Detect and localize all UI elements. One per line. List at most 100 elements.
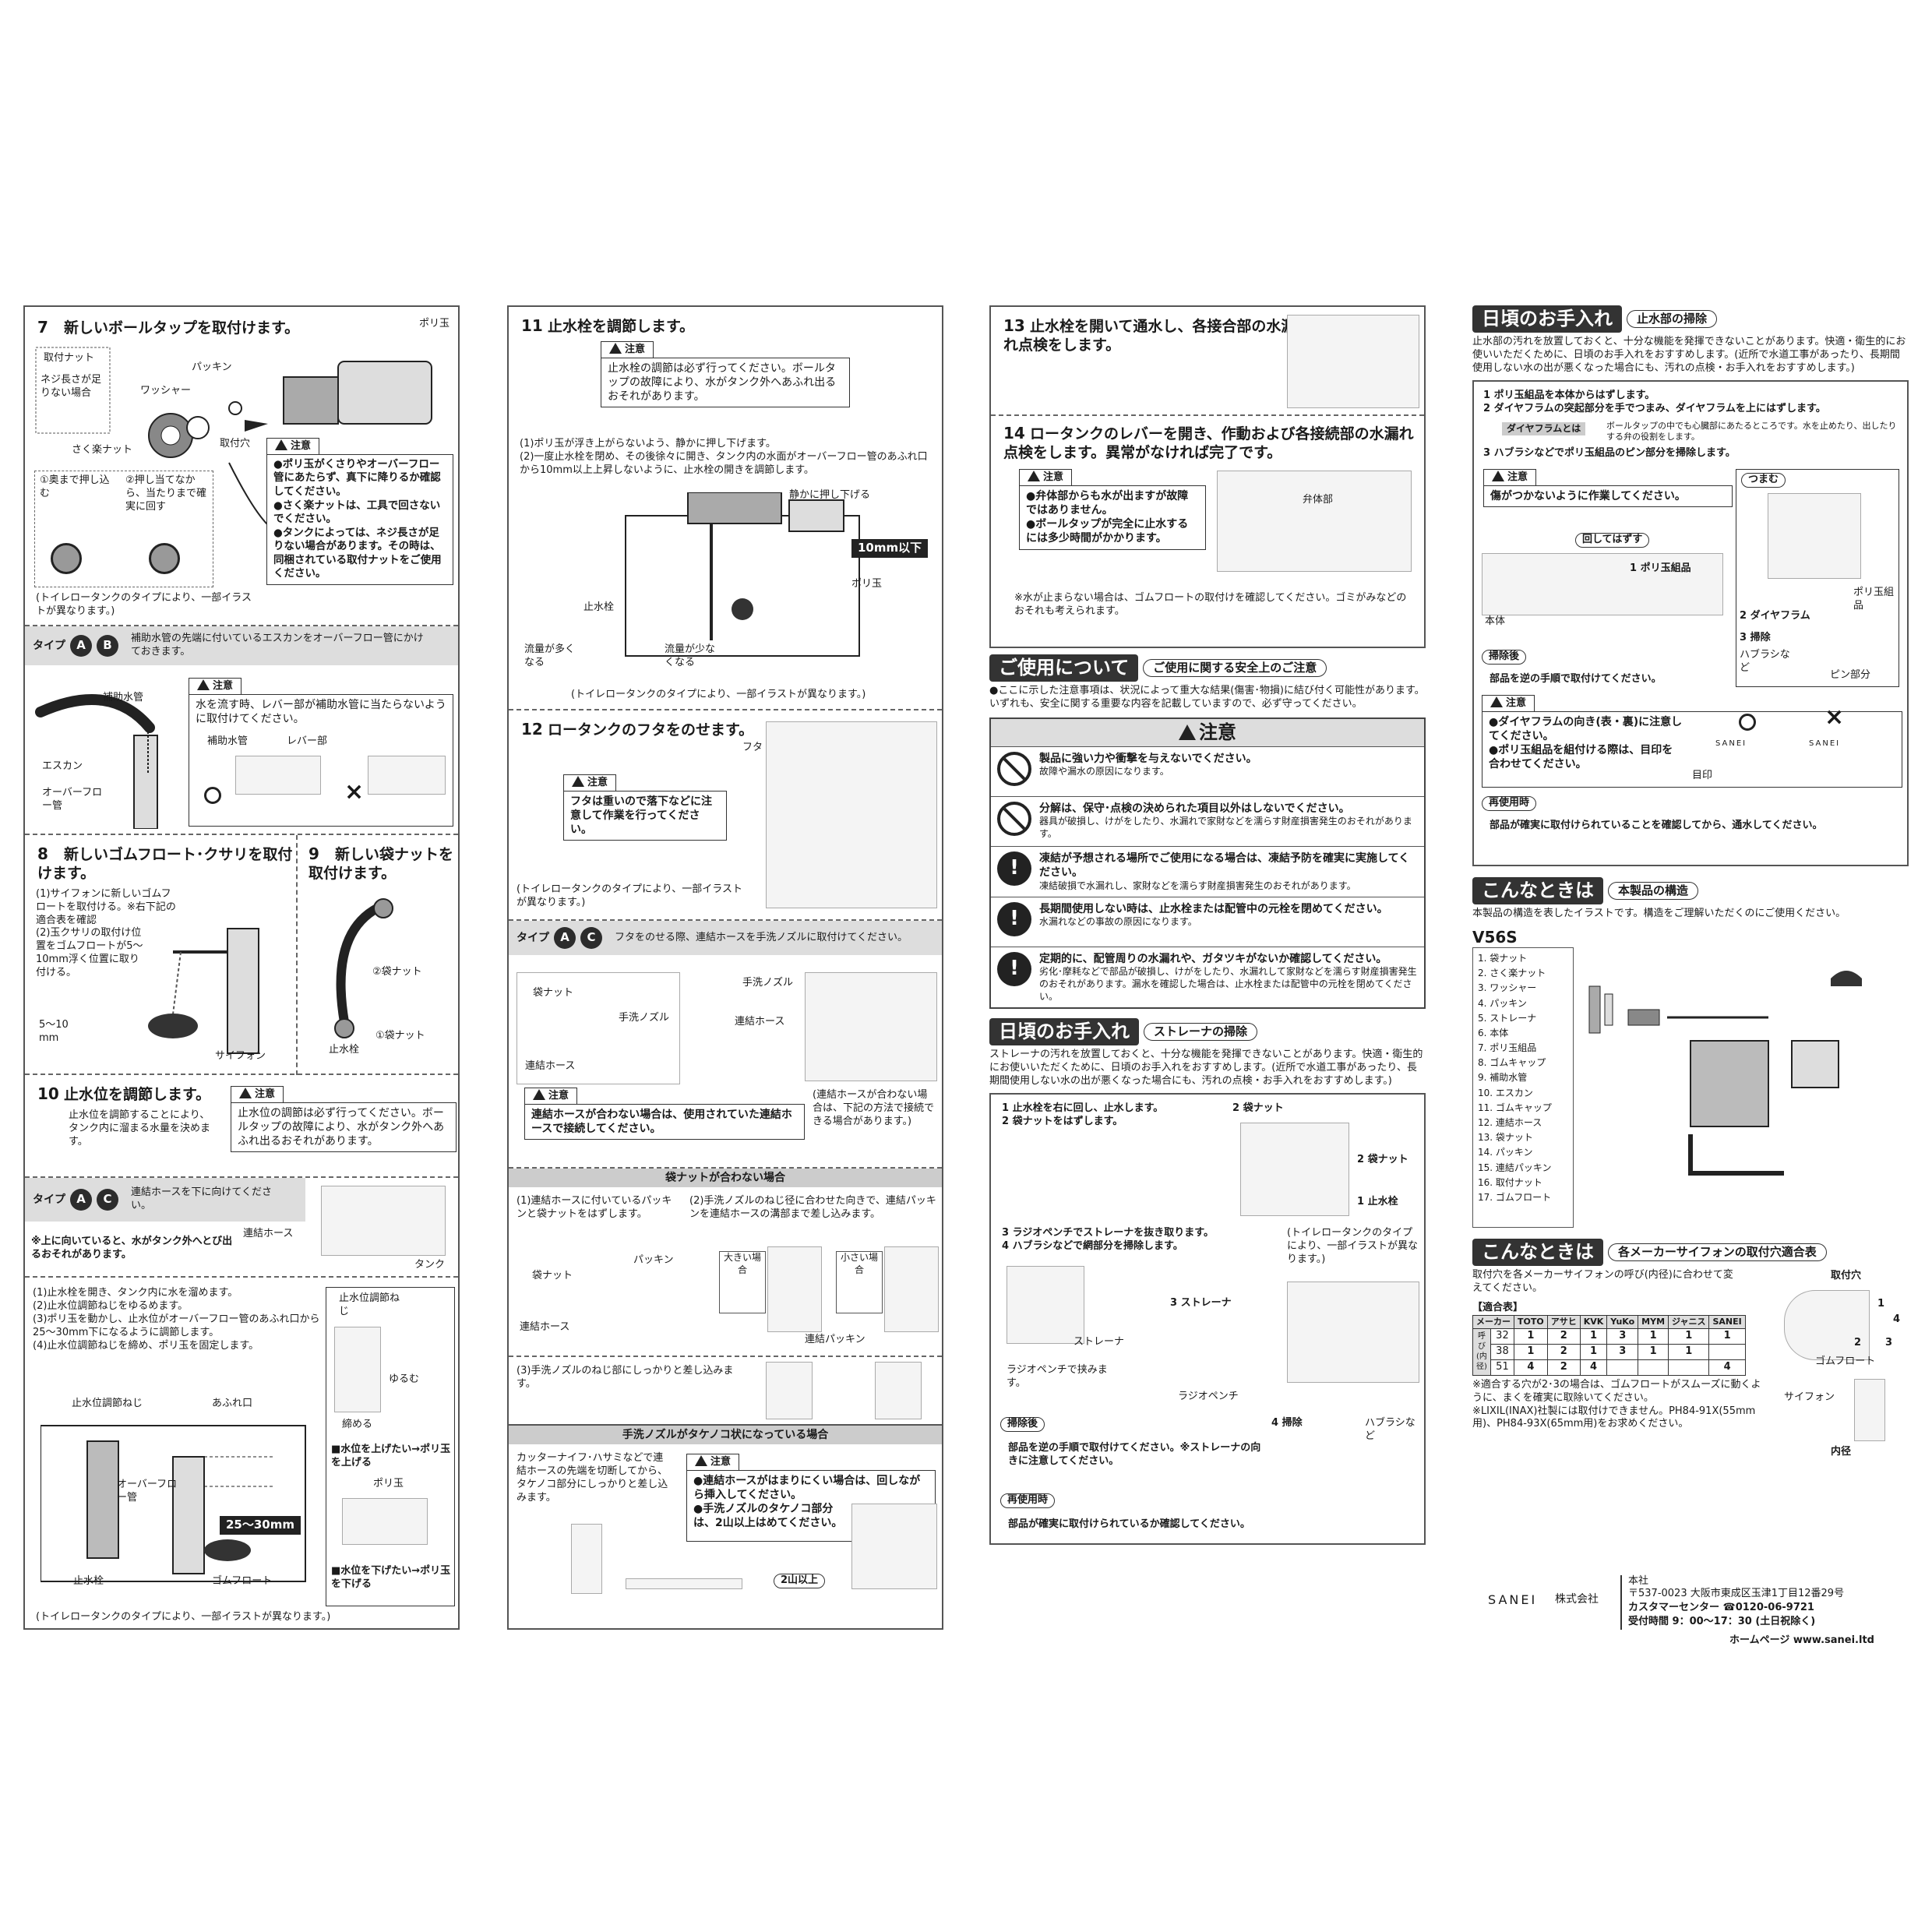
structure-section: こんなときは本製品の構造 本製品の構造を表したイラストです。構造をご理解いただく… [1472, 876, 1909, 1228]
step-7-note: 注意 ●ポリ玉がくさりやオーバーフロー管にあたらず、真下に降りるか確認してくださ… [266, 438, 453, 585]
tank-nozzle-illustration [805, 972, 937, 1081]
column-4: 日頃のお手入れ止水部の掃除 止水部の汚れを放置しておくと、十分な機能を発揮できな… [1472, 305, 1909, 1646]
siphon-illustration [1854, 1378, 1885, 1441]
warning-icon [695, 1455, 707, 1466]
bag-nut-illustration [334, 898, 393, 1038]
caution-table: 注意 製品に強い力や衝撃を与えないでください。故障や漏水の原因になります。 分解… [989, 717, 1426, 1010]
ng-mark: × [1824, 703, 1845, 731]
ok-mark [204, 787, 221, 804]
adjust-screw-panel: 止水位調節ねじ ゆるむ 締める ■水位を上げたい→ポリ玉を上げる ポリ玉 ■水位… [326, 1287, 455, 1606]
model-number: V56S [1472, 927, 1518, 947]
tank-lid-illustration [766, 721, 937, 908]
warning-icon [572, 776, 584, 787]
level-range-badge: 25～30mm [220, 1516, 301, 1535]
mount-hole-illustration [1784, 1289, 1870, 1360]
valve-nut-illustration [1240, 1122, 1349, 1216]
label-escan: エスカン [42, 760, 83, 772]
step-turn-in: ②押し当てなから、当たりまで確実に回す [125, 474, 207, 513]
hose-note: 注意 連結ホースが合わない場合は、使用されていた連結ホースで接続してください。 [524, 1088, 805, 1141]
warning-icon [1179, 724, 1196, 740]
strainer-illustration [1007, 1265, 1084, 1344]
label-mount-hole: 取付穴 [220, 438, 251, 450]
warning-icon [1028, 471, 1040, 481]
ok-mark [1739, 713, 1756, 731]
type-ac-section: タイプ A C 連結ホースを下に向けてください。 ※上に向いていると、水がタンク… [25, 1178, 458, 1278]
type-ab-section: タイプ A B 補助水管の先端に付いているエスカンをオーバーフロー管にかけておき… [25, 626, 458, 835]
ballcock-install-illustration [35, 347, 432, 526]
type-ab-note: 注意 水を流す時、レバー部が補助水管に当たらないように取付けてください。 補助水… [189, 678, 453, 827]
overflow-pipe-illustration [35, 694, 158, 829]
siphon-section: こんなときは各メーカーサイフォンの取付穴適合表 取付穴を各メーカーサイフォンの呼… [1472, 1238, 1909, 1458]
valve-body-illustration [1217, 471, 1412, 572]
float-chain-illustration [148, 928, 259, 1054]
step-11-note: 注意 止水栓の調節は必ず行ってください。ボールタップの故障により、水がタンク外へ… [601, 341, 850, 408]
label-washer: ワッシャー [140, 385, 192, 397]
label-short-thread: ネジ長さが足りない場合 [41, 374, 102, 399]
label-float-ball: ポリ玉 [419, 318, 450, 330]
water-level-illustration [41, 1425, 306, 1582]
diaphragm-detail: つまむ ポリ玉組品 2 ダイヤフラム 3 掃除 ハブラシなど ピン部分 [1736, 468, 1899, 687]
tank-valve-illustration [625, 492, 860, 657]
parts-list: 1. 袋ナット 2. さく楽ナット 3. ワッシャー 4. パッキン 5. スト… [1472, 947, 1574, 1228]
type-badge-b: B [97, 634, 118, 657]
hose-direction-illustration [321, 1186, 446, 1256]
label-mount-nut: 取付ナット [44, 352, 95, 364]
strainer-section: 日頃のお手入れストレーナの掃除 ストレーナの汚れを放置しておくと、十分な機能を発… [989, 1018, 1426, 1545]
max-rise-badge: 10mm以下 [851, 539, 929, 558]
label-packing: パッキン [192, 361, 232, 373]
warning-icon [275, 439, 287, 450]
label-aux-pipe: 補助水管 [103, 692, 144, 703]
care-note-2: 注意 ●ダイヤフラムの向き(表・裏)に注意してください。 ●ポリ玉組品を組付ける… [1482, 694, 1902, 788]
company-footer: SANEI 株式会社 本社 〒537-0023 大阪市東成区玉津1丁目12番29… [1488, 1575, 1874, 1646]
bamboo-nozzle-illustration [851, 1504, 937, 1589]
warning-icon [609, 343, 622, 354]
mandatory-icon: ! [997, 952, 1031, 987]
step-14-note: 注意 ●弁体部からも水が出ますが故障ではありません。 ●ボールタップが完全に止水… [1019, 469, 1206, 550]
warning-icon [533, 1089, 545, 1100]
mandatory-icon: ! [997, 902, 1031, 937]
type-badge-a: A [70, 634, 92, 657]
type-ac-hose: タイプ A C フタをのせる際、連結ホースを手洗ノズルに取付けてください。 袋ナ… [509, 921, 942, 1169]
type-ab-instruction: 補助水管の先端に付いているエスカンをオーバーフロー管にかけておきます。 [131, 633, 424, 658]
valve-check-illustration [1287, 315, 1419, 408]
caution-label: 注意 [266, 438, 320, 455]
mandatory-icon: ! [997, 851, 1031, 887]
bamboo-nozzle-section: 手洗ノズルがタケノコ状になっている場合 カッターナイフ･ハサミなどで連結ホースの… [509, 1426, 942, 1602]
label-overflow-pipe: オーバーフロー管 [42, 787, 103, 812]
prohibited-icon [997, 752, 1031, 787]
label-sakuraku-nut: さく楽ナット [72, 444, 133, 456]
warning-icon [1492, 470, 1504, 481]
push-in-steps: ①奥まで押し込む ②押し当てなから、当たりまで確実に回す [34, 471, 213, 587]
ballcock-parts-illustration [1482, 552, 1723, 615]
care-note: 注意 傷がつかないように作業してください。 [1483, 468, 1733, 507]
nut-icon [51, 543, 82, 574]
siphon-fit-table: メーカー TOTO アサヒ KVK YuKo MYM ジャニス SANEI 呼び… [1472, 1314, 1746, 1376]
nozzle-detail: 袋ナット 手洗ノズル 連結ホース [516, 972, 680, 1084]
step-push-in: ①奥まで押し込む [40, 474, 110, 499]
care-section: 日頃のお手入れ止水部の掃除 止水部の汚れを放置しておくと、十分な機能を発揮できな… [1472, 305, 1909, 866]
step-7-footnote: (トイレロータンクのタイプにより、一部イラストが異なります。) [36, 592, 252, 617]
strainer-steps: 1 止水栓を右に回し、止水します。 2 袋ナットをはずします。 2 袋ナット 2… [989, 1092, 1426, 1545]
company-logo: SANEI [1488, 1592, 1538, 1607]
warning-icon [197, 679, 210, 690]
care-steps: 1 ポリ玉組品を本体からはずします。 2 ダイヤフラムの突起部分を手でつまみ、ダ… [1472, 379, 1909, 866]
ng-mark: × [344, 778, 365, 806]
step-10-detail: (1)止水栓を開き、タンク内に水を溜めます。 (2)止水位調節ねじをゆるめます。… [25, 1278, 458, 1628]
usage-section: ご使用についてご使用に関する安全上のご注意 ●ここに示した注意事項は、状況によっ… [989, 654, 1426, 1010]
homepage-link[interactable]: ホームページ www.sanei.ltd [1729, 1634, 1874, 1646]
step-12-note: 注意 フタは重いので落下などに注意して作業を行ってください。 [563, 774, 727, 841]
warning-icon [239, 1088, 252, 1098]
